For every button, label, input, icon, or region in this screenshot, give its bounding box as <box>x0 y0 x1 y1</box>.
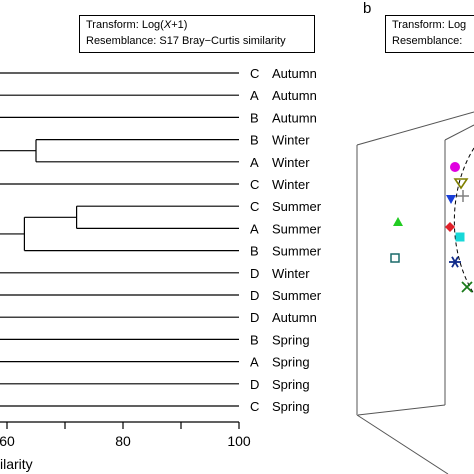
leaf-site-label: C <box>250 66 259 81</box>
similarity-axis: 60 80 100 ilarity <box>0 421 251 472</box>
panel-b-label: b <box>363 0 372 17</box>
resemblance-line-b: Resemblance: <box>392 35 463 47</box>
point-diamond <box>445 222 455 232</box>
leaf-season-label: Winter <box>272 177 310 192</box>
leaf-site-label: A <box>250 88 259 103</box>
point-square-open <box>390 253 400 263</box>
leaf-site-label: B <box>250 133 259 148</box>
leaf-season-label: Autumn <box>272 110 317 125</box>
cluster-ellipse-guide <box>457 148 474 294</box>
leaf-site-label: A <box>250 155 259 170</box>
point-triangle-down-open <box>453 178 469 190</box>
leaf-site-label: C <box>250 199 259 214</box>
ordination-panel <box>356 111 474 474</box>
point-plus <box>457 190 469 202</box>
leaf-season-label: Winter <box>272 133 310 148</box>
transform-info-box: Transform: Log(X+1) Resemblance: S17 Bra… <box>79 15 315 53</box>
point-asterisk <box>449 256 461 268</box>
leaf-site-label: B <box>250 332 259 347</box>
leaf-season-label: Summer <box>272 288 322 303</box>
transform-line: Transform: Log(X+1) <box>86 19 188 31</box>
leaf-season-label: Summer <box>272 199 322 214</box>
x-tick-label: 80 <box>115 433 131 449</box>
transform-info-box-b: Transform: Log Resemblance: <box>385 15 474 53</box>
leaf-season-label: Autumn <box>272 310 317 325</box>
cluster-ellipse <box>453 147 474 295</box>
asterisk-stroke <box>451 256 459 268</box>
leaf-season-label: Autumn <box>272 88 317 103</box>
leaf-site-label: D <box>250 288 259 303</box>
leaf-site-label: D <box>250 266 259 281</box>
leaf-site-label: B <box>250 244 259 259</box>
leaf-season-label: Summer <box>272 221 322 236</box>
leaf-site-label: C <box>250 177 259 192</box>
leaf-site-label: A <box>250 355 259 370</box>
leaf-season-label: Summer <box>272 244 322 259</box>
point-circle <box>450 162 460 172</box>
point-x <box>461 281 473 293</box>
leaf-season-label: Spring <box>272 399 310 414</box>
x-tick-label: 100 <box>227 433 251 449</box>
leaf-site-label: B <box>250 110 259 125</box>
frame-edge <box>357 404 446 416</box>
frame-edge <box>444 124 474 141</box>
leaf-site-label: A <box>250 221 259 236</box>
point-square <box>455 232 465 242</box>
frame-edge <box>356 414 449 474</box>
point-triangle-down <box>446 195 456 204</box>
x-tick-label: 60 <box>0 433 15 449</box>
leaf-site-label: D <box>250 377 259 392</box>
leaf-season-label: Autumn <box>272 66 317 81</box>
leaf-season-label: Winter <box>272 266 310 281</box>
transform-line-b: Transform: Log <box>392 19 467 31</box>
point-triangle-up <box>393 217 403 226</box>
leaf-season-label: Winter <box>272 155 310 170</box>
leaf-site-label: C <box>250 399 259 414</box>
leaf-season-label: Spring <box>272 355 310 370</box>
leaf-season-label: Spring <box>272 332 310 347</box>
x-stroke <box>461 281 473 293</box>
x-axis-label: ilarity <box>0 456 33 472</box>
leaf-site-label: D <box>250 310 259 325</box>
resemblance-line: Resemblance: S17 Bray−Curtis similarity <box>86 35 286 47</box>
frame-edge <box>356 111 474 146</box>
leaf-season-label: Spring <box>272 377 310 392</box>
